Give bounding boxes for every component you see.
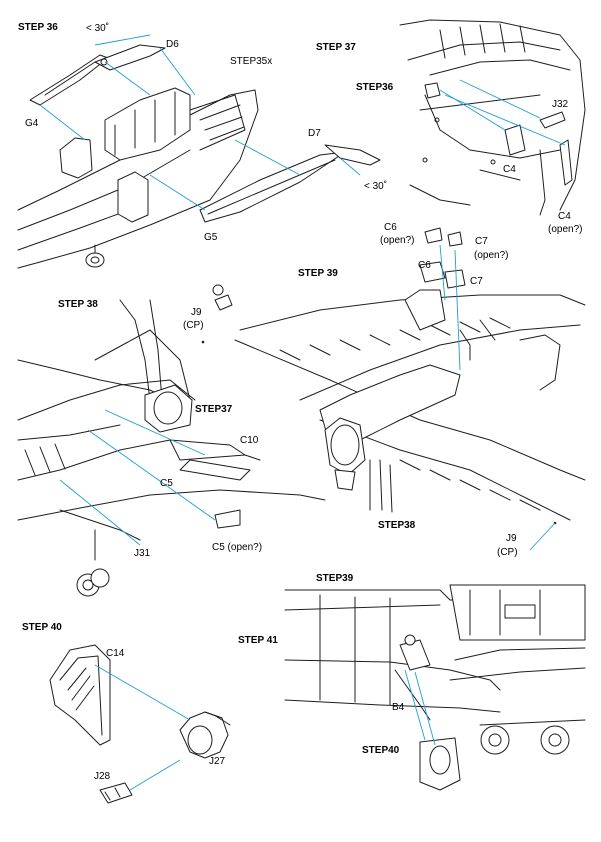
part-c5-label: C5: [160, 478, 173, 489]
step37-title: STEP 37: [316, 42, 356, 53]
part-c4-label: C4: [503, 164, 516, 175]
step36-angle-right: < 30˚: [364, 181, 388, 192]
part-c6-open-note: (open?): [380, 235, 415, 246]
part-c6-label: C6: [418, 260, 431, 271]
part-j9-cp-label: J9: [506, 533, 517, 544]
step41-ref-prev2: STEP40: [362, 745, 400, 756]
part-j31-label: J31: [134, 548, 151, 559]
part-c5-open-label: C5 (open?): [212, 542, 263, 553]
part-g4-label: G4: [25, 118, 39, 129]
step37-drawing: [399, 19, 586, 216]
part-c14-label: C14: [106, 648, 125, 659]
step41-ref-prev: STEP39: [316, 573, 354, 584]
part-j28-label: J28: [94, 771, 111, 782]
step39-ref-prev: STEP38: [378, 520, 416, 531]
step41-title: STEP 41: [238, 635, 278, 646]
step41-drawing: [284, 584, 586, 791]
step36-ref-prev: STEP35x: [230, 56, 273, 67]
step40-drawing: [49, 644, 231, 804]
part-g5-label: G5: [204, 232, 218, 243]
part-c7-open-label: C7: [475, 236, 488, 247]
step36-angle-top: < 30˚: [86, 23, 110, 34]
step38-title: STEP 38: [58, 299, 98, 310]
part-j9-note: (CP): [183, 320, 204, 331]
step37-ref-prev: STEP36: [356, 82, 394, 93]
step40-title: STEP 40: [22, 622, 62, 633]
part-c4-open-note: (open?): [548, 224, 583, 235]
step39-title: STEP 39: [298, 268, 338, 279]
part-d7-label: D7: [308, 128, 321, 139]
part-j9-cp-note: (CP): [497, 547, 518, 558]
step38-ref-prev: STEP37: [195, 404, 233, 415]
step36-title: STEP 36: [18, 22, 58, 33]
part-c4-open-label: C4: [558, 211, 571, 222]
part-d6-label: D6: [166, 39, 179, 50]
step38-drawing: [17, 284, 326, 597]
step36-drawing: [17, 34, 381, 269]
part-c6-open-label: C6: [384, 222, 397, 233]
part-c7-label: C7: [470, 276, 483, 287]
part-j32-label: J32: [552, 99, 569, 110]
part-j9-label: J9: [191, 307, 202, 318]
part-b4-label: B4: [392, 702, 405, 713]
part-c7-open-note: (open?): [474, 250, 509, 261]
step39-drawing: [234, 227, 586, 551]
part-c10-label: C10: [240, 435, 259, 446]
part-j27-label: J27: [209, 756, 226, 767]
